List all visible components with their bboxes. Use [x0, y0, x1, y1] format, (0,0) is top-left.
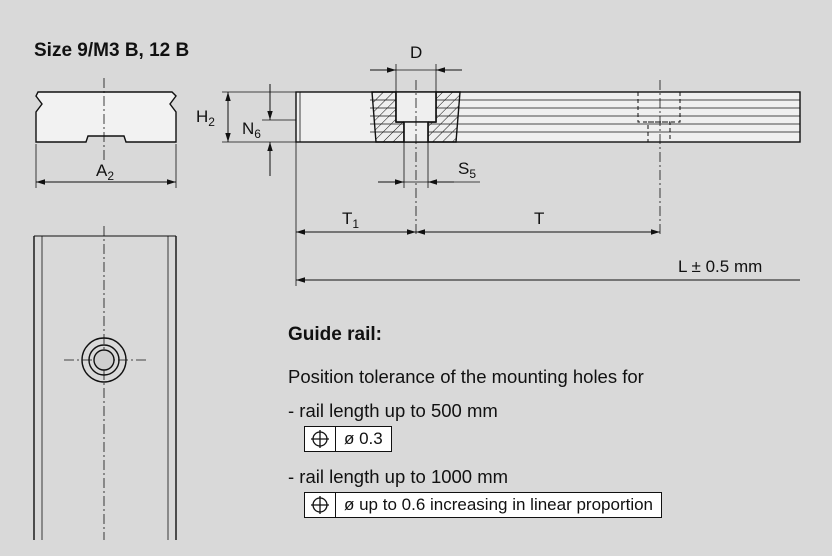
guide-rail-notes: Guide rail: Position tolerance of the mo…: [288, 324, 818, 520]
tolerance-value: ø up to 0.6 increasing in linear proport…: [344, 495, 654, 514]
dim-D: D: [410, 43, 422, 62]
notes-title: Guide rail:: [288, 324, 382, 345]
position-icon: [305, 493, 336, 517]
rail-top-view: [33, 226, 177, 540]
notes-item-label: - rail length up to 500 mm: [288, 400, 498, 421]
dim-N6: N6: [242, 119, 261, 141]
dim-A2: A2: [96, 161, 114, 183]
drawing-heading: Size 9/M3 B, 12 B: [34, 40, 190, 61]
dim-S5: S5: [458, 159, 476, 181]
dim-D-lines: [370, 64, 462, 92]
dim-T1: T1: [342, 209, 359, 231]
tolerance-frame: ø up to 0.6 increasing in linear proport…: [304, 492, 663, 518]
height-dimensions: [222, 84, 296, 176]
dim-L: L ± 0.5 mm: [678, 257, 762, 276]
position-icon: [305, 427, 336, 451]
dim-T: T: [534, 209, 544, 228]
tolerance-value: ø 0.3: [344, 429, 383, 448]
dim-H2: H2: [196, 107, 215, 129]
rail-side-view: [295, 80, 801, 236]
tolerance-frame: ø 0.3: [304, 426, 392, 452]
notes-item-label: - rail length up to 1000 mm: [288, 466, 509, 487]
rail-cross-section: [35, 78, 177, 188]
notes-intro: Position tolerance of the mounting holes…: [288, 366, 644, 387]
dim-S5-lines: [378, 142, 480, 188]
dim-T-lines: [295, 142, 800, 286]
